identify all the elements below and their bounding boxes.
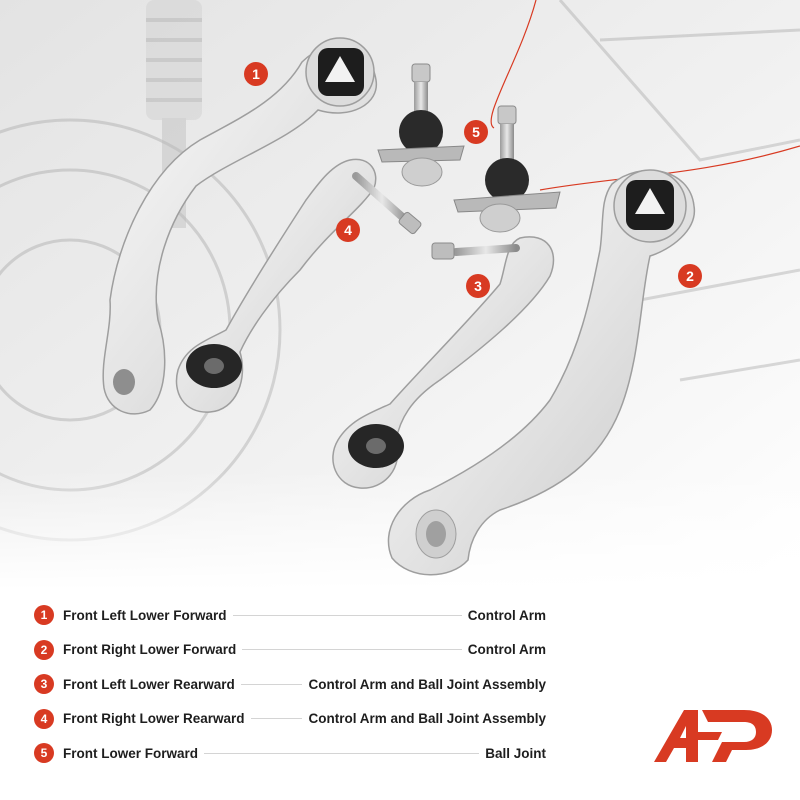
legend-row: 5 Front Lower Forward Ball Joint (34, 736, 546, 771)
legend-row: 2 Front Right Lower Forward Control Arm (34, 633, 546, 668)
legend-row: 4 Front Right Lower Rearward Control Arm… (34, 702, 546, 737)
leader-line (232, 614, 462, 616)
callout-4: 4 (336, 218, 360, 242)
ball-joint-left (377, 63, 465, 187)
control-arm-2 (387, 169, 695, 576)
legend-part-label: Control Arm (467, 607, 546, 623)
legend-part-label: Ball Joint (485, 745, 546, 761)
legend-position-label: Front Right Lower Rearward (63, 711, 245, 727)
leader-line (250, 718, 303, 720)
control-arm-3 (332, 236, 555, 489)
legend-part-label: Control Arm (467, 642, 546, 658)
legend-position-label: Front Right Lower Forward (63, 642, 237, 658)
leader-line (242, 649, 462, 651)
legend-row: 3 Front Left Lower Rearward Control Arm … (34, 667, 546, 702)
legend-number-badge: 5 (34, 743, 54, 764)
legend-part-label: Control Arm and Ball Joint Assembly (308, 711, 546, 727)
product-photo (0, 0, 800, 590)
callout-3: 3 (466, 274, 490, 298)
callout-5: 5 (464, 120, 488, 144)
legend-number-badge: 3 (34, 674, 54, 695)
parts-legend: 1 Front Left Lower Forward Control Arm 2… (34, 598, 546, 771)
leader-line (204, 752, 480, 754)
legend-number-badge: 4 (34, 708, 54, 729)
a-premium-logo-icon (654, 710, 772, 762)
legend-number-badge: 2 (34, 639, 54, 660)
ball-joint-right (453, 105, 561, 233)
legend-part-label: Control Arm and Ball Joint Assembly (308, 676, 546, 692)
legend-position-label: Front Lower Forward (63, 745, 198, 761)
legend-position-label: Front Left Lower Rearward (63, 676, 235, 692)
leader-line (240, 683, 303, 685)
legend-position-label: Front Left Lower Forward (63, 607, 227, 623)
callout-1: 1 (244, 62, 268, 86)
legend-row: 1 Front Left Lower Forward Control Arm (34, 598, 546, 633)
legend-number-badge: 1 (34, 605, 54, 626)
callout-2: 2 (678, 264, 702, 288)
